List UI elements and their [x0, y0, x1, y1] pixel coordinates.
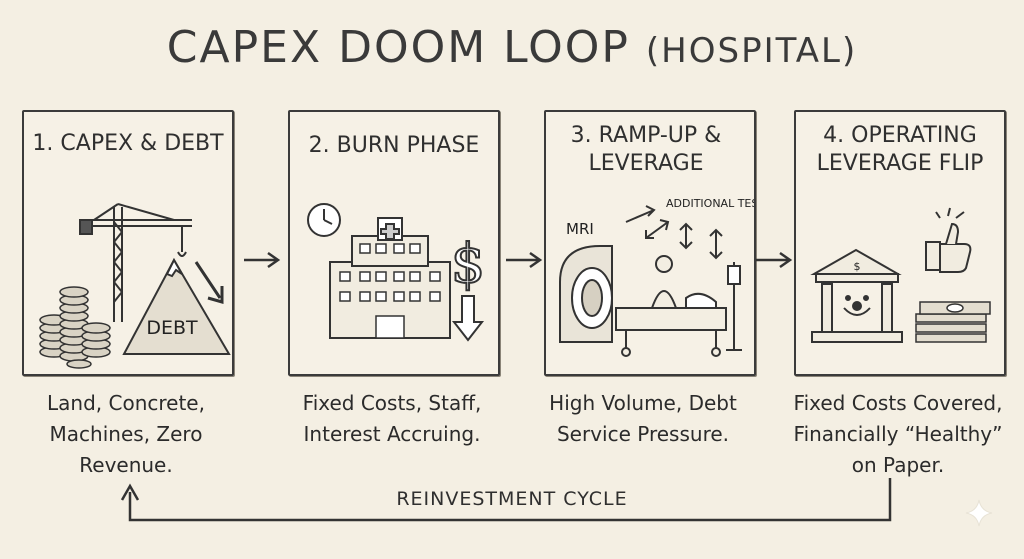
thumbs-up-icon: [926, 208, 970, 272]
caption-capex-debt: Land, Concrete, Machines, Zero Revenue.: [16, 388, 236, 481]
iv-stand-icon: [726, 262, 742, 350]
leverage-flip-illustration: $: [796, 112, 1004, 374]
flow-arrow-1: [240, 250, 284, 270]
flow-arrow-2: [502, 250, 546, 270]
flow-arrow-3: [752, 250, 796, 270]
panel-ramp-up-leverage: 3. RAMP-UP & LEVERAGE MRI ADDITIONAL TES…: [544, 110, 756, 376]
sparkle-icon: [964, 498, 994, 528]
debt-mountain-icon: [124, 260, 229, 354]
dollar-sign-icon: $: [451, 232, 485, 295]
title-sub: (HOSPITAL): [646, 31, 857, 71]
panel-operating-leverage-flip: 4. OPERATING LEVERAGE FLIP $: [794, 110, 1006, 376]
panel-burn-phase: 2. BURN PHASE $: [288, 110, 500, 376]
capex-debt-illustration: DEBT: [24, 112, 232, 374]
caption-leverage-flip: Fixed Costs Covered, Financially “Health…: [790, 388, 1006, 481]
nurse-icon: [652, 256, 676, 308]
debt-label: DEBT: [146, 317, 198, 339]
diagram-title: CAPEX DOOM LOOP (HOSPITAL): [0, 22, 1024, 73]
down-arrow-icon: [454, 296, 482, 340]
panel-capex-debt: 1. CAPEX & DEBT: [22, 110, 234, 376]
cash-stack-icon: [916, 302, 990, 342]
mri-label: MRI: [566, 220, 594, 238]
title-main: CAPEX DOOM LOOP: [167, 22, 630, 73]
burn-phase-illustration: $: [290, 112, 498, 374]
caption-burn-phase: Fixed Costs, Staff, Interest Accruing.: [282, 388, 502, 450]
additional-tests-label: ADDITIONAL TESTS: [666, 197, 754, 210]
down-trend-arrow-icon: [196, 262, 222, 302]
ramp-up-illustration: MRI ADDITIONAL TESTS: [546, 112, 754, 374]
clock-icon: [308, 204, 340, 236]
coin-stack-icon: [40, 287, 110, 368]
caption-ramp-up: High Volume, Debt Service Pressure.: [538, 388, 748, 450]
bidirectional-arrows-icon: [626, 206, 722, 258]
bank-dollar-icon: $: [854, 260, 861, 273]
mri-machine-icon: [560, 246, 612, 342]
reinvestment-cycle-label: REINVESTMENT CYCLE: [0, 488, 1024, 510]
